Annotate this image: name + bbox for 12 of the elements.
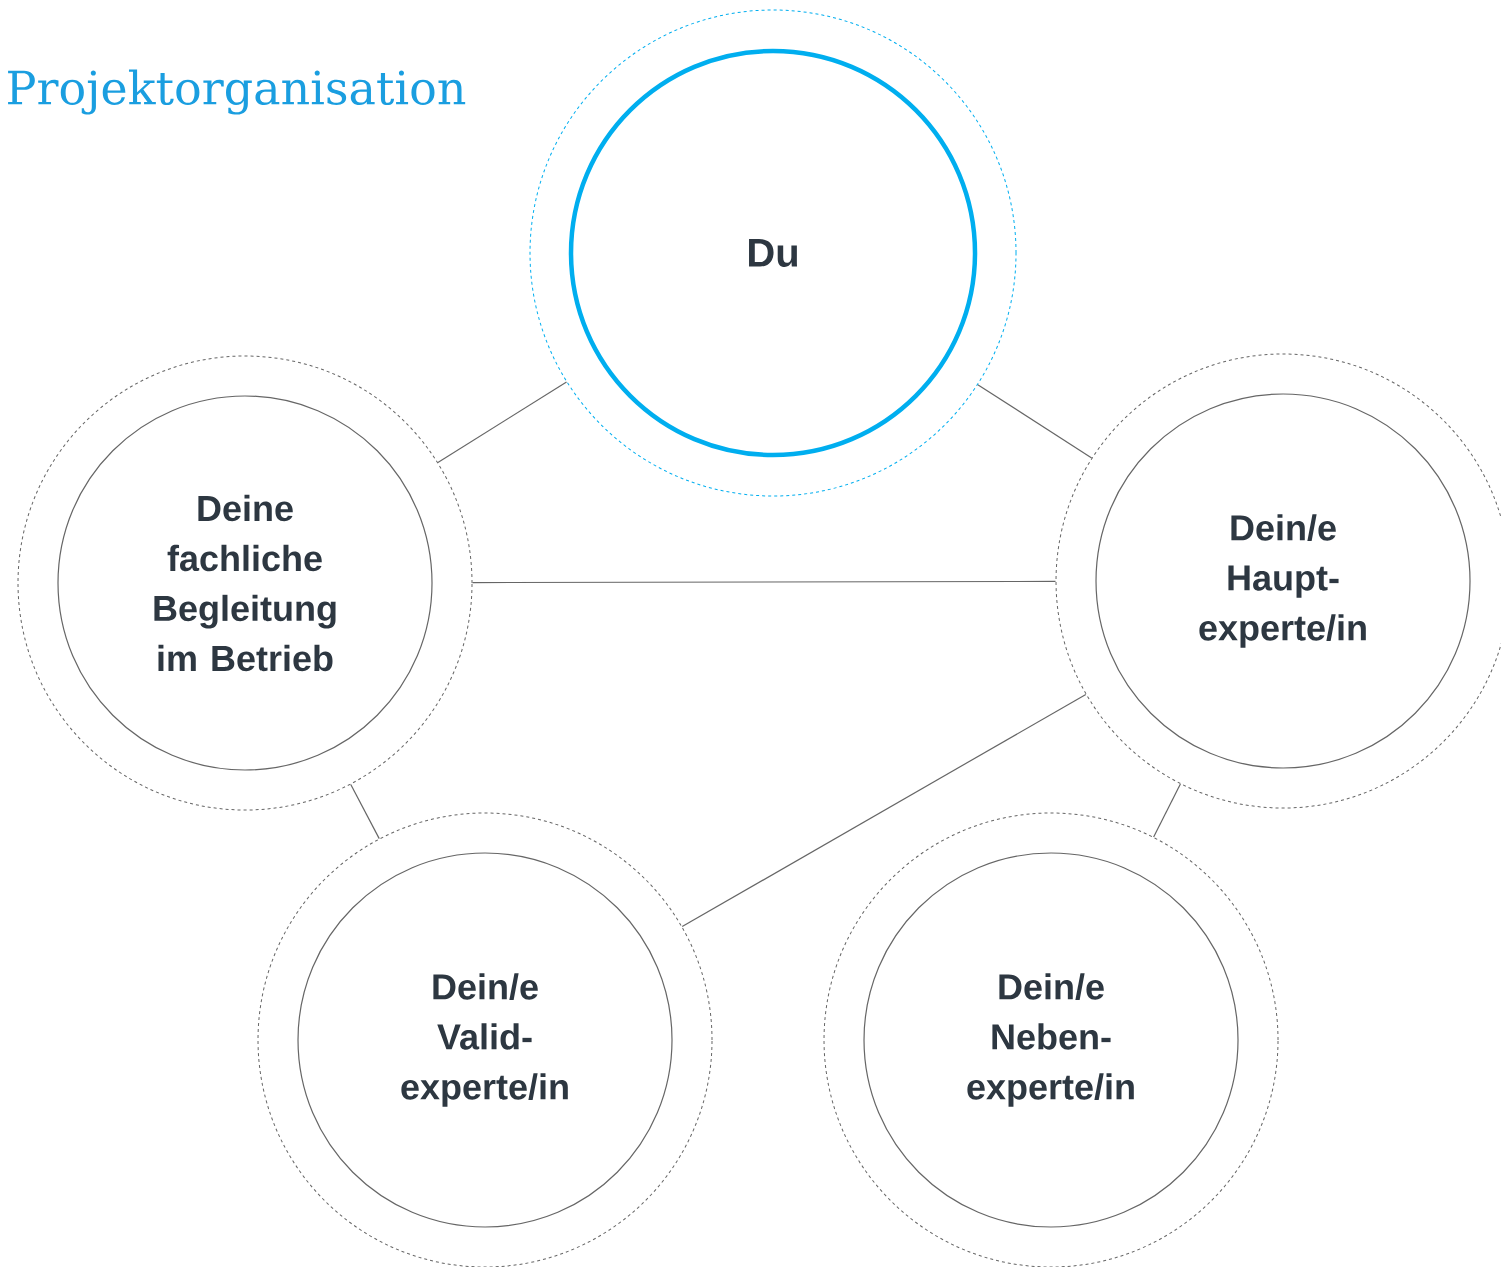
connector-line: [350, 783, 380, 840]
connector-line: [471, 580, 1057, 584]
circle-node: Dein/e Haupt-experte/in: [1055, 353, 1501, 809]
title: Projektorganisation: [8, 69, 466, 115]
circle-node: Dein/e Neben-experte/in: [823, 812, 1279, 1267]
connector-line: [977, 384, 1093, 459]
circle-node: Deine fachliche Begleitung im Betrieb: [17, 355, 473, 811]
circle-node: Du: [529, 9, 1017, 497]
connector-line: [1153, 783, 1181, 838]
connector-line: [437, 381, 568, 464]
circle-node: Dein/e Valid-experte/in: [257, 812, 713, 1267]
connector-line: [681, 693, 1087, 928]
